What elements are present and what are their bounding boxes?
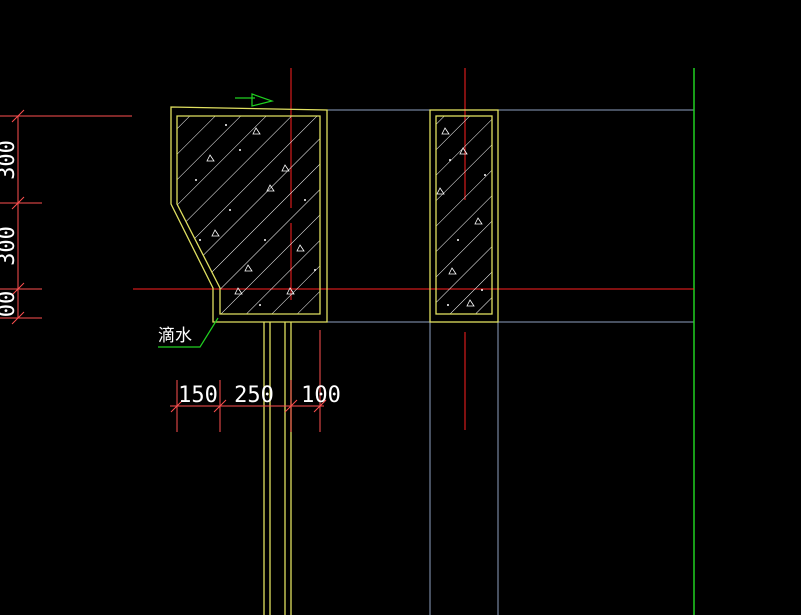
right-beam-hatch bbox=[436, 116, 492, 314]
edge-lines bbox=[327, 109, 694, 615]
vertical-dim-1: 300 bbox=[0, 140, 20, 180]
vertical-dim-3: 00 bbox=[0, 291, 20, 318]
left-beam-outer-outline bbox=[170, 106, 328, 323]
horizontal-dim-3: 100 bbox=[301, 383, 341, 408]
horizontal-dim-1: 150 bbox=[178, 383, 218, 408]
horizontal-dim-2: 250 bbox=[234, 383, 274, 408]
drip-label: 滴水 bbox=[158, 326, 192, 346]
concrete-dots bbox=[195, 124, 486, 306]
horizontal-dimension bbox=[170, 330, 327, 432]
drip-leader bbox=[158, 317, 219, 348]
left-beam-inner-outline bbox=[176, 115, 321, 315]
concrete-aggregate bbox=[206, 127, 483, 307]
green-arrow-icon bbox=[235, 93, 275, 107]
right-beam-outer-outline bbox=[429, 109, 499, 323]
vertical-dimension bbox=[0, 109, 132, 325]
beam-outlines bbox=[170, 106, 499, 615]
vertical-dim-2: 300 bbox=[0, 226, 20, 266]
right-beam-inner-outline bbox=[435, 115, 493, 315]
